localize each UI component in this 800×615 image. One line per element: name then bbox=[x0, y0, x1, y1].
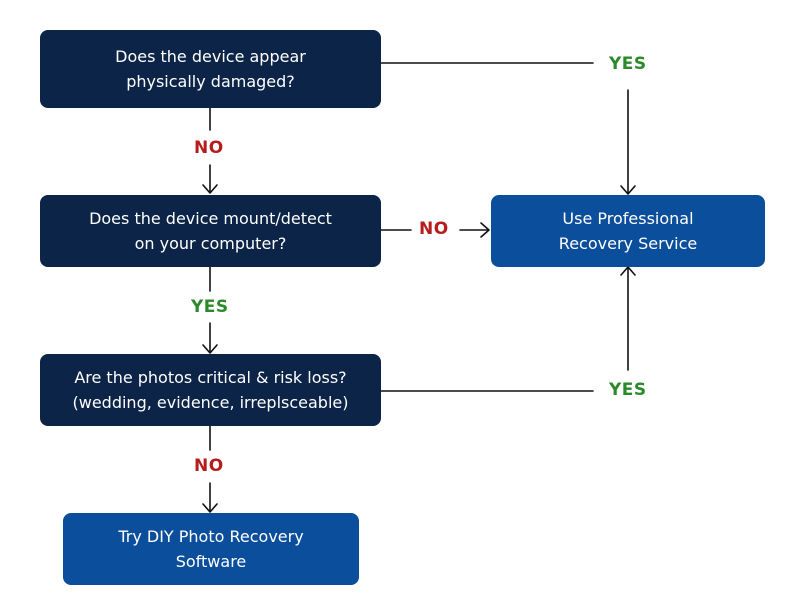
arrowhead-no-to-pro bbox=[480, 222, 490, 238]
arrowhead-q3-to-diy bbox=[202, 503, 218, 513]
edge-label-q1-no: NO bbox=[194, 138, 224, 158]
decision-text-line2: (wedding, evidence, irreplsceable) bbox=[72, 393, 349, 412]
decision-photos-critical: Are the photos critical & risk loss? (we… bbox=[40, 354, 381, 426]
arrowhead-yes-up-to-pro bbox=[620, 266, 636, 276]
outcome-text-line1: Use Professional bbox=[562, 209, 694, 228]
arrowhead-yes-to-pro bbox=[620, 185, 636, 195]
decision-text-line1: Does the device appear bbox=[115, 47, 306, 66]
decision-text-line1: Does the device mount/detect bbox=[89, 209, 332, 228]
outcome-text-line2: Recovery Service bbox=[558, 234, 698, 253]
edge-label-q2-yes: YES bbox=[191, 297, 229, 317]
decision-mount-detect: Does the device mount/detect on your com… bbox=[40, 195, 381, 267]
edge-label-q3-no: NO bbox=[194, 456, 224, 476]
edge-label-q2-no: NO bbox=[419, 219, 449, 239]
decision-text-line2: on your computer? bbox=[134, 234, 287, 253]
outcome-text-line2: Software bbox=[175, 552, 247, 571]
decision-physically-damaged: Does the device appear physically damage… bbox=[40, 30, 381, 108]
outcome-diy-recovery: Try DIY Photo Recovery Software bbox=[63, 513, 359, 585]
arrowhead-q1-to-q2 bbox=[202, 184, 218, 194]
decision-text-line1: Are the photos critical & risk loss? bbox=[74, 368, 347, 387]
edge-label-q3-yes: YES bbox=[609, 380, 647, 400]
arrowhead-q2-to-q3 bbox=[202, 344, 218, 354]
outcome-professional-recovery: Use Professional Recovery Service bbox=[491, 195, 765, 267]
edge-label-q1-yes: YES bbox=[609, 54, 647, 74]
decision-text-line2: physically damaged? bbox=[126, 72, 295, 91]
outcome-text-line1: Try DIY Photo Recovery bbox=[118, 527, 304, 546]
